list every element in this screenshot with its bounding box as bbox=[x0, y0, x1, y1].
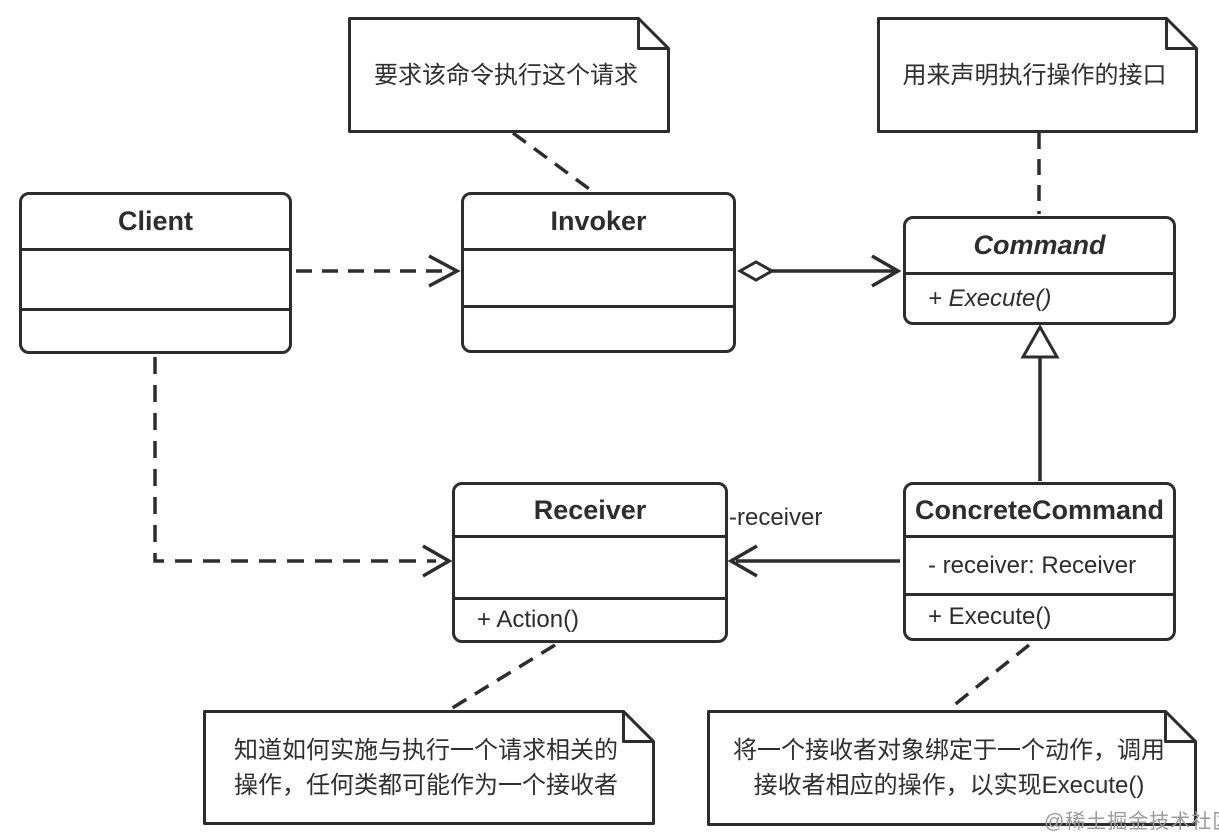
class-client: Client bbox=[19, 192, 292, 354]
operations-compartment bbox=[464, 308, 733, 350]
note-shape bbox=[877, 17, 1198, 133]
class-command: Command + Execute() bbox=[903, 216, 1176, 325]
note-line: 操作，任何类都可能作为一个接收者 bbox=[234, 771, 618, 799]
operation-label: + Execute() bbox=[928, 284, 1052, 312]
class-invoker: Invoker bbox=[461, 192, 736, 353]
note-shape bbox=[348, 17, 670, 133]
open-arrowhead-icon bbox=[423, 546, 449, 576]
open-arrowhead-icon bbox=[429, 256, 457, 286]
client-receiver-dependency-line bbox=[155, 357, 436, 561]
note-shape bbox=[707, 710, 1197, 826]
class-name: Command bbox=[906, 219, 1173, 275]
note-line: 将一个接收者对象绑定于一个动作，调用 bbox=[733, 737, 1165, 764]
watermark: @稀土掘金技术社区 bbox=[1044, 811, 1219, 833]
note-invoker: 要求该命令执行这个请求 bbox=[348, 17, 670, 133]
receiver-note-anchor-line bbox=[449, 645, 555, 710]
class-name: Client bbox=[22, 195, 289, 251]
operation-label: + Action() bbox=[477, 606, 580, 633]
concrete-command-note-anchor-line bbox=[948, 645, 1029, 710]
aggregation-diamond-icon bbox=[740, 262, 772, 280]
note-shape bbox=[203, 710, 655, 825]
note-line: 接收者相应的操作，以实现Execute() bbox=[753, 772, 1145, 799]
note-line: 知道如何实施与执行一个请求相关的 bbox=[234, 736, 618, 764]
class-concrete-command: ConcreteCommand - receiver: Receiver + E… bbox=[903, 482, 1176, 641]
invoker-note-anchor-line bbox=[513, 133, 592, 191]
attributes-compartment bbox=[22, 251, 289, 311]
attributes-compartment bbox=[464, 251, 733, 308]
operation-label: + Execute() bbox=[928, 603, 1052, 630]
note-line: 要求该命令执行这个请求 bbox=[374, 61, 638, 89]
note-receiver: 知道如何实施与执行一个请求相关的 操作，任何类都可能作为一个接收者 bbox=[203, 710, 655, 825]
class-name: Invoker bbox=[464, 195, 733, 251]
note-command: 用来声明执行操作的接口 bbox=[877, 17, 1198, 133]
operations-compartment bbox=[22, 311, 289, 351]
class-receiver: Receiver + Action() bbox=[452, 482, 728, 643]
open-arrowhead-icon bbox=[731, 546, 757, 576]
class-name: ConcreteCommand bbox=[906, 485, 1173, 538]
note-line: 用来声明执行操作的接口 bbox=[902, 61, 1167, 89]
generalization-triangle-icon bbox=[1023, 327, 1057, 357]
class-name: Receiver bbox=[455, 485, 725, 538]
association-role-label: -receiver bbox=[729, 504, 823, 531]
fold-corner-icon bbox=[1165, 17, 1198, 50]
fold-corner-icon bbox=[637, 17, 670, 50]
attributes-compartment bbox=[455, 538, 725, 600]
note-concrete-command: 将一个接收者对象绑定于一个动作，调用 接收者相应的操作，以实现Execute() bbox=[707, 710, 1197, 826]
open-arrowhead-icon bbox=[872, 256, 898, 286]
fold-corner-icon bbox=[1164, 710, 1197, 743]
attribute-label: - receiver: Receiver bbox=[906, 538, 1173, 596]
fold-corner-icon bbox=[622, 710, 655, 743]
